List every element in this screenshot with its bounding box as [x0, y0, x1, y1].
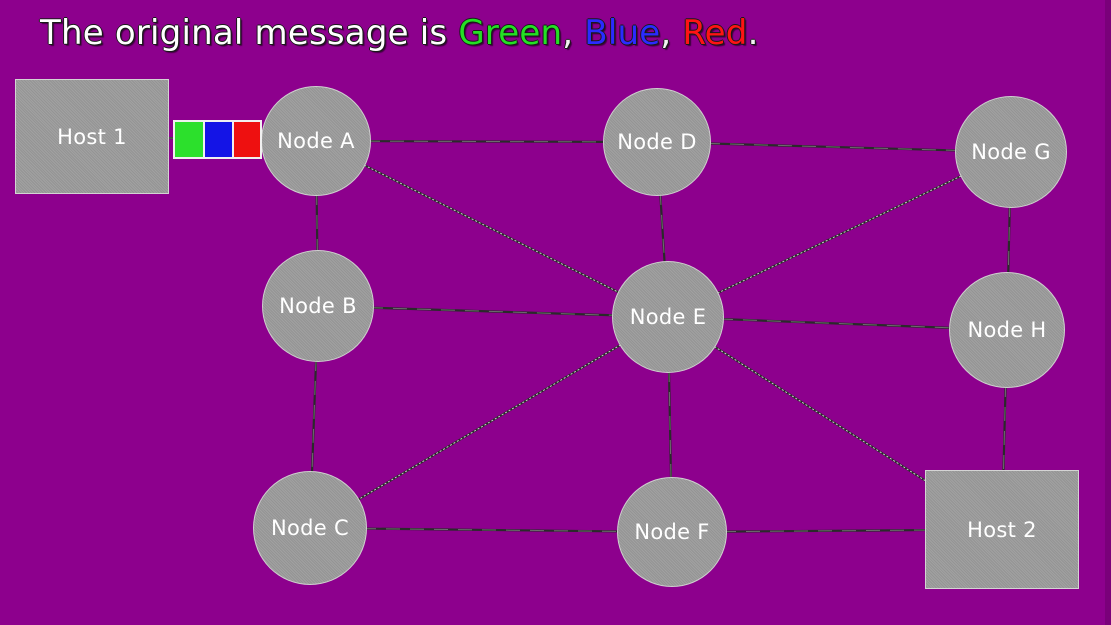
link-C-F: [361, 527, 623, 533]
node-label: Node D: [617, 130, 697, 154]
host-host1[interactable]: Host 1: [16, 80, 168, 193]
node-f[interactable]: Node F: [618, 478, 726, 586]
node-a[interactable]: Node A: [262, 87, 370, 195]
link-E-H: [718, 317, 955, 330]
link-E-F: [667, 367, 673, 483]
title-separator-2: ,: [660, 13, 683, 53]
packet-green[interactable]: [175, 122, 203, 157]
node-h[interactable]: Node H: [950, 273, 1064, 387]
link-A-E: [360, 162, 623, 296]
node-c[interactable]: Node C: [254, 472, 366, 584]
link-F-host2: [721, 528, 927, 533]
node-g[interactable]: Node G: [956, 97, 1066, 207]
node-label: Node A: [277, 129, 355, 153]
page-title: The original message is Green, Blue, Red…: [40, 13, 759, 53]
host-label: Host 1: [57, 124, 127, 149]
node-d[interactable]: Node D: [604, 89, 710, 195]
link-A-D: [365, 140, 609, 143]
link-H-host2: [1002, 382, 1007, 472]
link-E-host2: [710, 343, 927, 482]
packet-red[interactable]: [234, 122, 260, 157]
node-label: Node G: [971, 140, 1051, 164]
title-period: .: [747, 13, 759, 53]
host-host2[interactable]: Host 2: [926, 471, 1078, 588]
link-E-G: [713, 173, 966, 296]
node-label: Node E: [629, 305, 707, 329]
link-B-E: [368, 306, 618, 317]
link-A-B: [315, 190, 319, 256]
node-label: Node B: [279, 294, 357, 318]
node-label: Node H: [967, 318, 1047, 342]
title-word-blue: Blue: [584, 13, 661, 53]
link-E-C: [354, 342, 625, 503]
node-label: Node F: [634, 520, 710, 544]
link-B-C: [310, 356, 318, 477]
link-G-H: [1007, 202, 1011, 278]
host-label: Host 2: [967, 517, 1037, 542]
packet-blue[interactable]: [205, 122, 232, 157]
node-label: Node C: [271, 516, 349, 540]
link-D-G: [705, 142, 961, 152]
title-word-red: Red: [682, 13, 748, 53]
title-word-green: Green: [458, 13, 563, 53]
link-D-E: [658, 190, 666, 267]
node-e[interactable]: Node E: [613, 262, 723, 372]
title-prefix: The original message is: [40, 13, 459, 53]
title-separator-1: ,: [562, 13, 585, 53]
node-b[interactable]: Node B: [263, 251, 373, 361]
